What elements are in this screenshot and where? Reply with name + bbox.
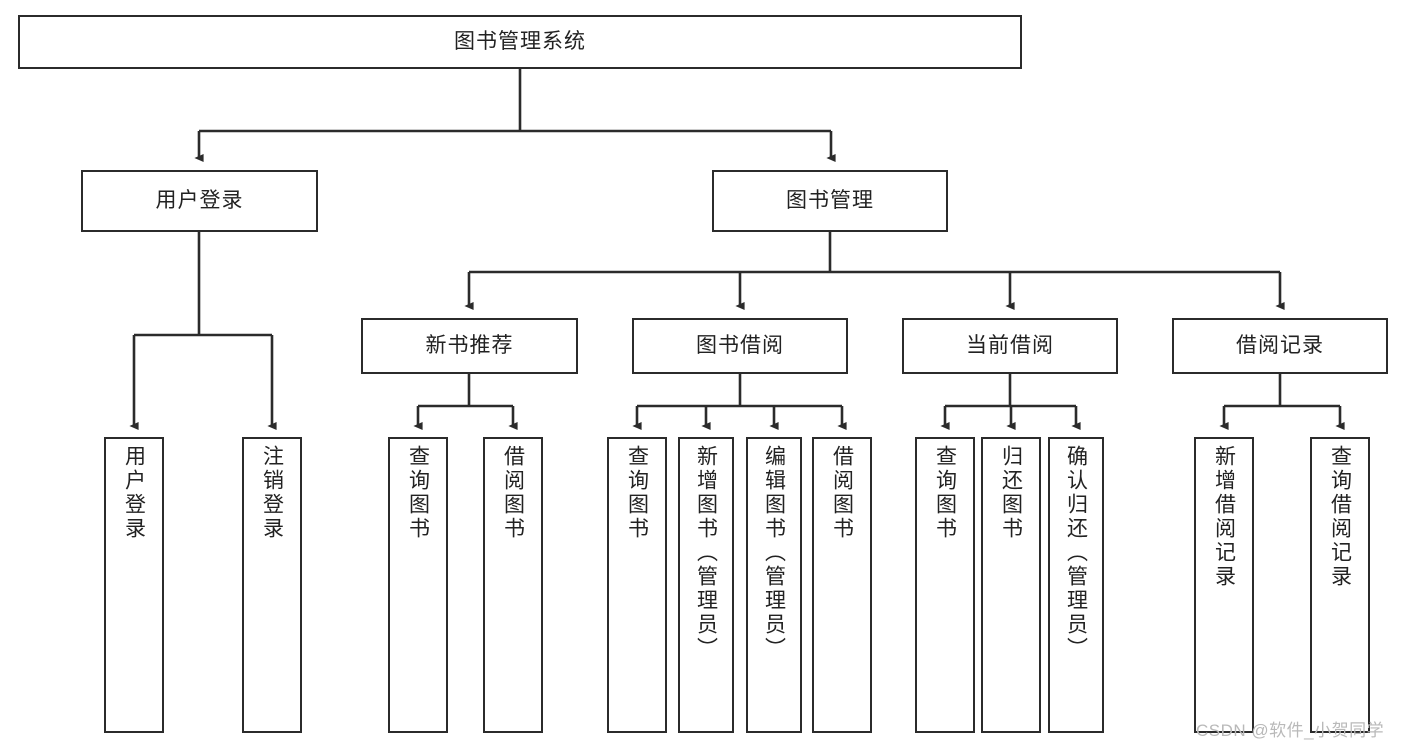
node-root-label: 图书管理系统	[454, 29, 586, 53]
node-new-book-recommend[interactable]: 新书推荐	[361, 318, 578, 374]
node-user-login-label: 用户登录	[155, 188, 244, 212]
current-borrow-to-leaves-connectors	[940, 374, 1081, 431]
leaf-query-book-current[interactable]: 查询图书	[915, 437, 975, 733]
leaf-query-book-current-label: 查询图书	[933, 445, 957, 541]
leaf-add-book-admin[interactable]: 新增图书（管理员）	[678, 437, 734, 733]
leaf-logout[interactable]: 注销登录	[242, 437, 302, 733]
node-user-login[interactable]: 用户登录	[81, 170, 318, 232]
root-to-level2-connectors	[194, 69, 836, 163]
leaf-query-book-borrow[interactable]: 查询图书	[607, 437, 667, 733]
leaf-user-login-label: 用户登录	[122, 445, 146, 541]
leaf-confirm-return-admin[interactable]: 确认归还（管理员）	[1048, 437, 1104, 733]
leaf-query-book-recommend[interactable]: 查询图书	[388, 437, 448, 733]
leaf-borrow-book-label: 借阅图书	[830, 445, 854, 541]
node-borrow-record[interactable]: 借阅记录	[1172, 318, 1388, 374]
leaf-query-borrow-record[interactable]: 查询借阅记录	[1310, 437, 1370, 733]
leaf-query-book-borrow-label: 查询图书	[625, 445, 649, 541]
leaf-logout-label: 注销登录	[260, 445, 284, 541]
new-book-recommend-to-leaves-connectors	[413, 374, 518, 431]
leaf-return-book[interactable]: 归还图书	[981, 437, 1041, 733]
leaf-add-book-admin-label: 新增图书（管理员）	[694, 445, 718, 661]
node-book-manage[interactable]: 图书管理	[712, 170, 948, 232]
leaf-borrow-book-recommend[interactable]: 借阅图书	[483, 437, 543, 733]
csdn-watermark: CSDN @软件_小贺同学	[1196, 721, 1385, 740]
node-current-borrow[interactable]: 当前借阅	[902, 318, 1118, 374]
user-login-to-leaves-connectors	[129, 232, 277, 431]
leaf-edit-book-admin[interactable]: 编辑图书（管理员）	[746, 437, 802, 733]
leaf-borrow-book-recommend-label: 借阅图书	[501, 445, 525, 541]
book-manage-to-level3-connectors	[464, 232, 1285, 311]
leaf-return-book-label: 归还图书	[999, 445, 1023, 541]
leaf-edit-book-admin-label: 编辑图书（管理员）	[762, 445, 786, 661]
node-current-borrow-label: 当前借阅	[966, 333, 1054, 357]
node-borrow-record-label: 借阅记录	[1236, 333, 1324, 357]
borrow-record-to-leaves-connectors	[1219, 374, 1345, 431]
node-new-book-recommend-label: 新书推荐	[425, 333, 514, 357]
leaf-confirm-return-admin-label: 确认归还（管理员）	[1064, 445, 1088, 661]
node-book-borrow-label: 图书借阅	[696, 333, 784, 357]
node-book-borrow[interactable]: 图书借阅	[632, 318, 848, 374]
node-root[interactable]: 图书管理系统	[18, 15, 1022, 69]
leaf-add-borrow-record[interactable]: 新增借阅记录	[1194, 437, 1254, 733]
leaf-user-login[interactable]: 用户登录	[104, 437, 164, 733]
leaf-borrow-book[interactable]: 借阅图书	[812, 437, 872, 733]
book-borrow-to-leaves-connectors	[632, 374, 847, 431]
leaf-query-book-recommend-label: 查询图书	[406, 445, 430, 541]
node-book-manage-label: 图书管理	[786, 188, 874, 212]
leaf-query-borrow-record-label: 查询借阅记录	[1328, 445, 1352, 589]
leaf-add-borrow-record-label: 新增借阅记录	[1212, 445, 1236, 589]
